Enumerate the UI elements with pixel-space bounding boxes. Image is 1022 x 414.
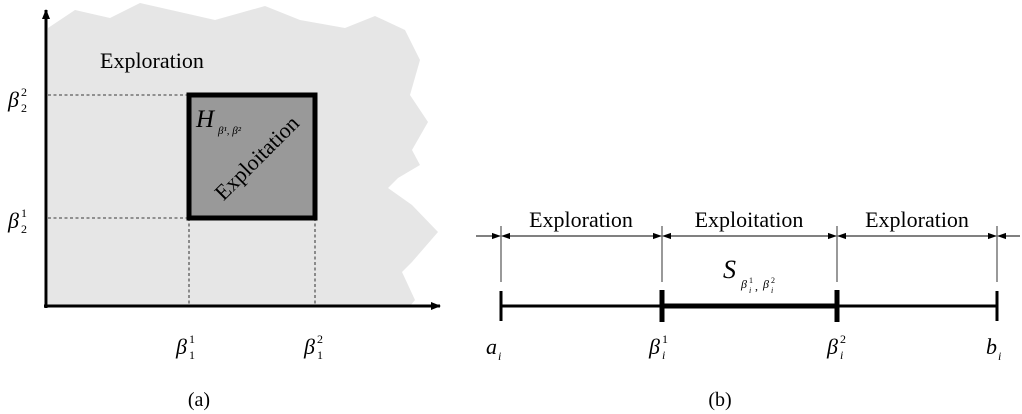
svg-text:2: 2 — [771, 276, 775, 285]
x-tick-left: β 1 1 — [175, 332, 195, 362]
svg-text:b: b — [986, 334, 997, 359]
segment-guides — [500, 226, 998, 282]
svg-text:1: 1 — [317, 348, 323, 362]
svg-text:β: β — [826, 334, 838, 359]
tick-label-beta1: β 1 i — [648, 332, 668, 362]
svg-text:β: β — [648, 334, 660, 359]
svg-text:i: i — [662, 348, 665, 362]
svg-text:β: β — [762, 277, 769, 291]
svg-text:β: β — [7, 208, 19, 233]
svg-text:i: i — [840, 348, 843, 362]
svg-text:2: 2 — [21, 222, 27, 236]
svg-text:2: 2 — [21, 101, 27, 115]
svg-text:S: S — [723, 255, 736, 284]
exploitation-box — [186, 92, 318, 221]
tick-label-a: a i — [486, 334, 501, 363]
svg-text:1: 1 — [21, 206, 27, 220]
y-tick-upper: β 2 2 — [7, 85, 27, 115]
x-tick-right: β 2 1 — [303, 332, 323, 362]
tick-label-beta2: β 2 i — [826, 332, 846, 362]
svg-text:1: 1 — [662, 332, 668, 346]
svg-text:β: β — [7, 87, 19, 112]
s-label: S β 1 i , β 2 i — [723, 255, 775, 295]
svg-text:1: 1 — [749, 276, 753, 285]
box-label-h-subscript: β¹, β² — [217, 125, 242, 137]
svg-text:i: i — [998, 349, 1001, 363]
segment-mid-label: Exploitation — [695, 207, 804, 232]
svg-text:1: 1 — [189, 332, 195, 346]
svg-text:1: 1 — [189, 348, 195, 362]
svg-text:2: 2 — [840, 332, 846, 346]
panel-a: Exploration H β¹, β² Exploitation β 2 2 … — [7, 3, 441, 411]
svg-text:β: β — [303, 334, 315, 359]
y-tick-lower: β 1 2 — [7, 206, 27, 236]
tick-label-b: b i — [986, 334, 1001, 363]
panel-b: Exploration Exploitation Exploration S β… — [476, 207, 1020, 411]
box-label-h: H — [195, 106, 216, 133]
interval-ticks — [499, 290, 999, 322]
exploration-label-a: Exploration — [100, 48, 204, 73]
svg-text:,: , — [755, 279, 758, 293]
svg-text:i: i — [749, 286, 751, 295]
svg-text:i: i — [498, 349, 501, 363]
svg-text:β: β — [740, 277, 747, 291]
segment-left-label: Exploration — [529, 207, 633, 232]
guide-lines — [48, 94, 316, 306]
caption-a: (a) — [188, 389, 210, 411]
svg-text:β: β — [175, 334, 187, 359]
svg-text:2: 2 — [317, 332, 323, 346]
svg-text:i: i — [771, 286, 773, 295]
svg-text:2: 2 — [21, 85, 27, 99]
caption-b: (b) — [708, 389, 731, 411]
svg-text:a: a — [486, 334, 497, 359]
segment-right-label: Exploration — [865, 207, 969, 232]
